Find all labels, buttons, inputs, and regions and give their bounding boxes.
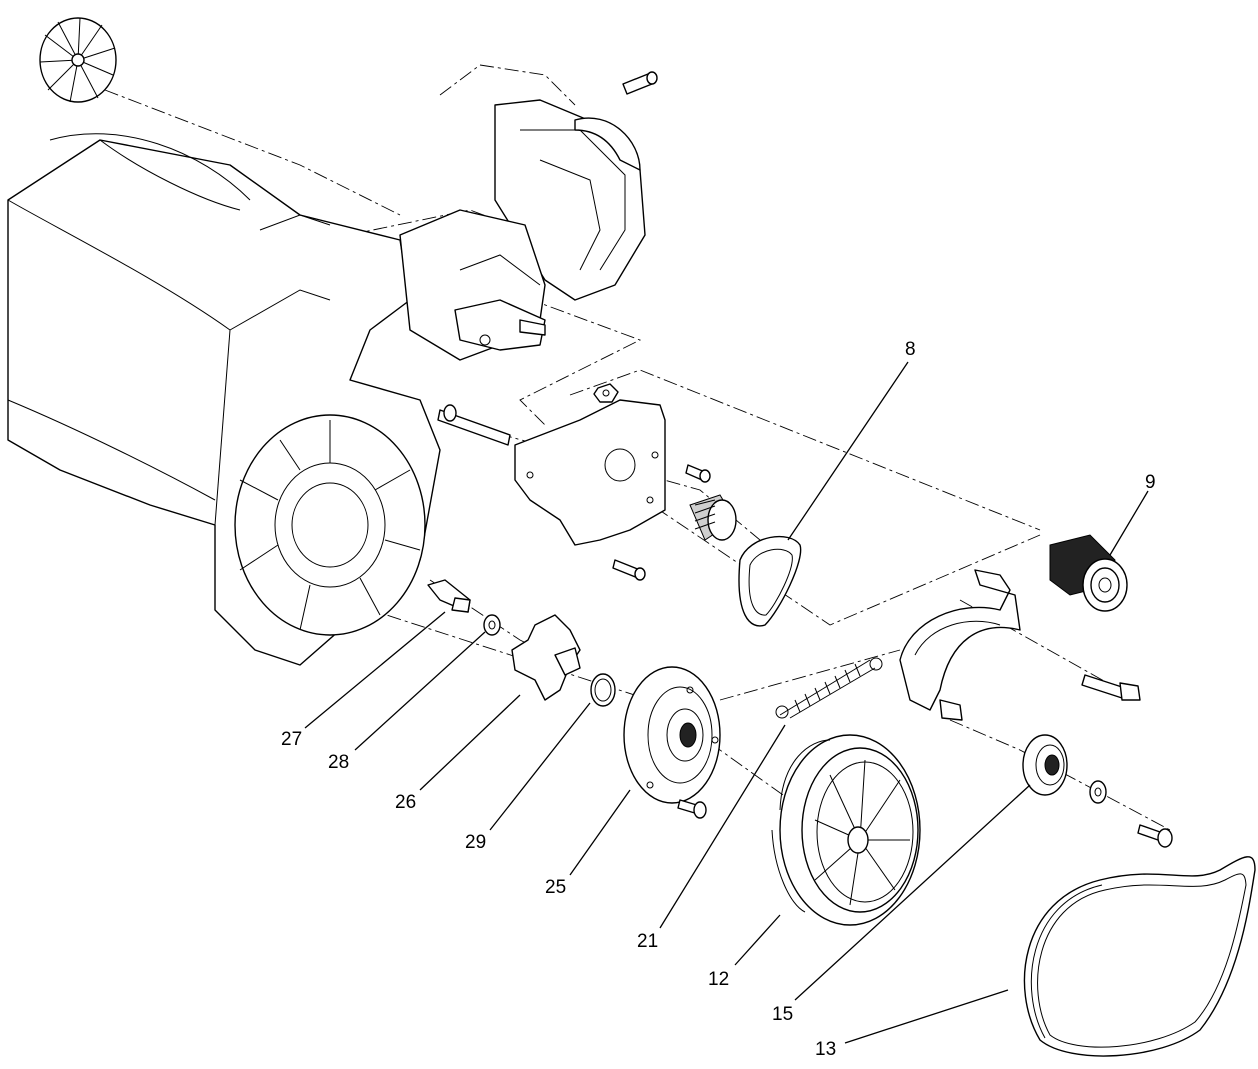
mounting-plate — [514, 399, 666, 546]
callout-27: 27 — [281, 729, 302, 750]
idler-bracket — [899, 569, 1021, 721]
callout-26: 26 — [395, 792, 416, 813]
callout-labels: 8 9 27 28 26 29 25 21 12 15 13 — [281, 339, 1156, 1060]
bolt-bearing — [1137, 824, 1173, 848]
callout-21: 21 — [637, 931, 658, 952]
screw-lower — [612, 559, 646, 581]
callout-9: 9 — [1145, 472, 1156, 493]
callout-15: 15 — [772, 1004, 793, 1025]
screw-top — [622, 71, 658, 95]
callout-28: 28 — [328, 752, 349, 773]
star-hub — [511, 614, 581, 701]
callout-25: 25 — [545, 877, 566, 898]
auger-pulley — [771, 734, 921, 926]
callout-8: 8 — [905, 339, 916, 360]
callout-29: 29 — [465, 832, 486, 853]
timing-belt — [738, 535, 802, 627]
callout-leaders — [304, 361, 1149, 1044]
gearbox — [399, 209, 546, 361]
bolt-right — [1081, 674, 1141, 701]
main-housing — [7, 133, 441, 666]
large-pulley — [1049, 534, 1128, 612]
impeller-fan — [39, 17, 117, 103]
ring-29 — [590, 673, 616, 707]
shoulder-bolt — [427, 579, 471, 613]
spring — [775, 657, 883, 719]
hex-nut — [593, 383, 619, 403]
screw-hub — [677, 799, 707, 819]
bearing — [1022, 734, 1068, 796]
washer-28 — [483, 614, 501, 636]
bolt-small — [685, 464, 711, 483]
drive-belt — [1023, 856, 1256, 1057]
hub-flange — [623, 666, 721, 804]
callout-12: 12 — [708, 969, 729, 990]
bolt-left — [437, 404, 511, 446]
callout-13: 13 — [815, 1039, 836, 1060]
small-pulley — [689, 494, 737, 541]
washer-right — [1089, 780, 1107, 804]
